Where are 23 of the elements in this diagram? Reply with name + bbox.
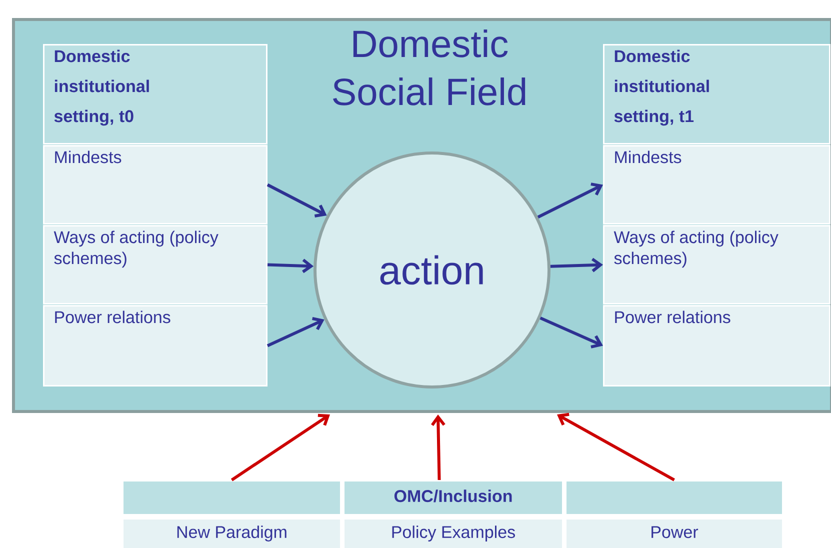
table-cell: Mindests <box>43 145 268 224</box>
table-cell: Power <box>565 518 784 548</box>
arrow <box>557 412 675 482</box>
arrow <box>230 414 330 482</box>
table-cell: Policy Examples <box>343 518 564 548</box>
table-cell: New Paradigm <box>122 518 342 548</box>
table-cell: Domestic institutional setting, t1 <box>603 44 830 144</box>
arrow <box>550 258 603 272</box>
table-cell <box>565 480 784 516</box>
table-cell: Ways of acting (policy schemes) <box>43 224 268 304</box>
table-cell: Power relations <box>603 304 830 386</box>
arrow <box>430 414 446 480</box>
table-cell: OMC/Inclusion <box>343 480 564 516</box>
table-cell: Power relations <box>43 304 268 386</box>
table-cell: Mindests <box>603 145 830 224</box>
table-cell: Domestic institutional setting, t0 <box>43 44 268 144</box>
table-cell: Ways of acting (policy schemes) <box>603 224 830 304</box>
arrow <box>267 258 314 274</box>
arrow <box>540 316 603 348</box>
arrow <box>266 183 327 218</box>
table-cell <box>122 480 342 516</box>
arrow <box>266 317 324 348</box>
arrow <box>537 182 603 218</box>
